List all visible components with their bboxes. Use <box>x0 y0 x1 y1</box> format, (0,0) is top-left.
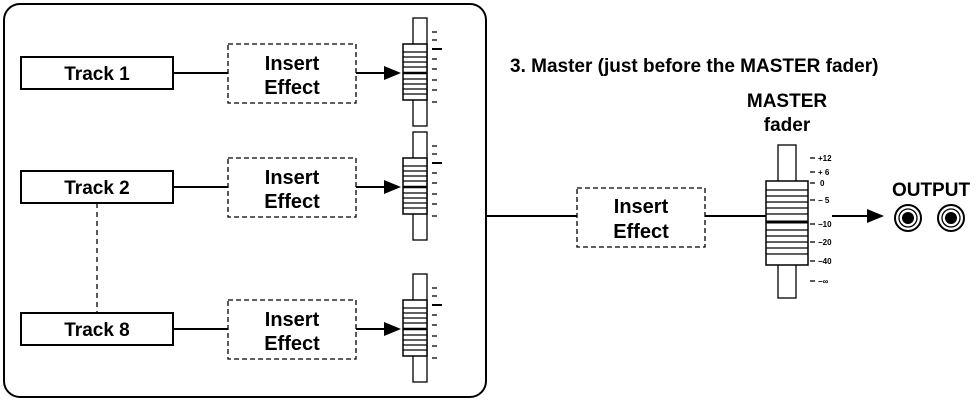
scale-label-minus40: −40 <box>818 257 832 266</box>
output-label: OUTPUT <box>892 180 971 201</box>
master-insert-effect-text-b: Effect <box>613 221 669 243</box>
channel-fader-8 <box>402 273 442 383</box>
track-box-8 <box>20 312 174 346</box>
track-box-1 <box>20 56 174 90</box>
channel-fader-1 <box>402 17 442 127</box>
scale-label-minus5: − 5 <box>818 196 830 205</box>
insert-effect-text-2b: Effect <box>264 191 320 213</box>
master-fader-scale: +12 + 6 0 − 5 −10 −20 −40 −∞ <box>818 154 832 286</box>
scale-label-0: 0 <box>820 179 825 188</box>
track-row-8: Track 8 Insert Effect <box>20 273 442 383</box>
output-arrow-head <box>867 209 884 223</box>
output-jack-right-icon <box>937 204 965 232</box>
insert-effect-box-2 <box>227 157 357 218</box>
track-group-frame <box>3 3 487 398</box>
track-label-2: Track 2 <box>64 178 130 199</box>
track-row-1: Track 1 Insert Effect <box>20 17 442 127</box>
master-fader-label-1: MASTER <box>747 91 828 112</box>
insert-effect-text-2a: Insert <box>265 167 320 189</box>
track-label-8: Track 8 <box>64 320 130 341</box>
channel-fader-2 <box>402 131 442 241</box>
master-fader <box>765 144 815 299</box>
insert-effect-text-8a: Insert <box>265 309 320 331</box>
scale-label-minus10: −10 <box>818 220 832 229</box>
insert-effect-box-1 <box>227 43 357 104</box>
arrow-head-1 <box>384 66 401 80</box>
output-jack-left-icon <box>894 204 922 232</box>
master-fader-label-2: fader <box>764 115 811 136</box>
arrow-head-2 <box>384 180 401 194</box>
master-heading: 3. Master (just before the MASTER fader) <box>510 56 878 77</box>
master-insert-effect-box <box>576 187 706 248</box>
master-insert-effect-text-a: Insert <box>614 196 669 218</box>
insert-effect-text-1a: Insert <box>265 53 320 75</box>
scale-label-plus6: + 6 <box>818 168 830 177</box>
insert-effect-box-8 <box>227 299 357 360</box>
insert-effect-text-1b: Effect <box>264 77 320 99</box>
track-label-1: Track 1 <box>64 64 130 85</box>
scale-label-minus20: −20 <box>818 238 832 247</box>
scale-label-plus12: +12 <box>818 154 832 163</box>
scale-label-minus-inf: −∞ <box>818 277 829 286</box>
track-box-2 <box>20 170 174 204</box>
arrow-head-8 <box>384 322 401 336</box>
insert-effect-text-8b: Effect <box>264 333 320 355</box>
track-row-2: Track 2 Insert Effect <box>20 131 442 241</box>
